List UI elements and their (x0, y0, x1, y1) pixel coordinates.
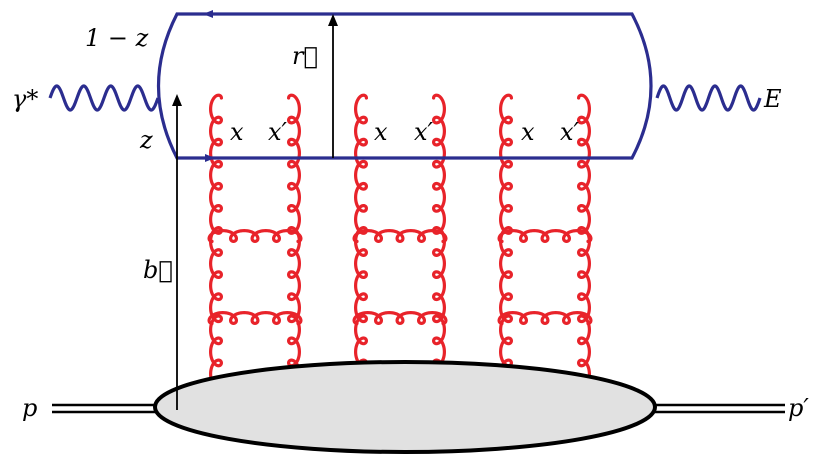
gluon-rung-2-2 (352, 311, 448, 325)
incoming-photon-line (48, 84, 160, 112)
x-prime-label-2: x′ (414, 118, 434, 146)
antiquark-arrow-icon (203, 10, 213, 18)
x-label-3: x (521, 118, 535, 146)
x-label-2: x (374, 118, 388, 146)
p-prime-label: p′ (788, 394, 809, 422)
incoming-proton-line (52, 403, 160, 414)
b-label: b⃗ (143, 256, 173, 284)
gluon-rung-3-1 (497, 229, 593, 243)
target-blob (153, 360, 657, 454)
gamma-star-label: γ* (12, 85, 38, 113)
r-vector-arrow (328, 14, 338, 158)
e-label: E (763, 85, 782, 113)
outgoing-photon-line (655, 84, 762, 112)
gluon-rung-3-2 (497, 311, 593, 325)
x-label-1: x (230, 118, 244, 146)
x-prime-label-3: x′ (560, 118, 580, 146)
r-label: r⃗ (292, 42, 318, 70)
dipole-loop (157, 12, 653, 160)
p-label: p (22, 394, 37, 422)
b-vector-arrow (172, 94, 182, 410)
gluon-rung-1-2 (207, 311, 303, 325)
gluon-rung-1-1 (207, 229, 303, 243)
x-prime-label-1: x′ (268, 118, 288, 146)
one-minus-z-label: 1 − z (85, 24, 149, 52)
z-label: z (139, 126, 153, 154)
gluon-ladders (207, 93, 593, 390)
quark-arrow-icon (205, 154, 215, 162)
outgoing-proton-line (655, 403, 785, 414)
gluon-rung-2-1 (352, 229, 448, 243)
